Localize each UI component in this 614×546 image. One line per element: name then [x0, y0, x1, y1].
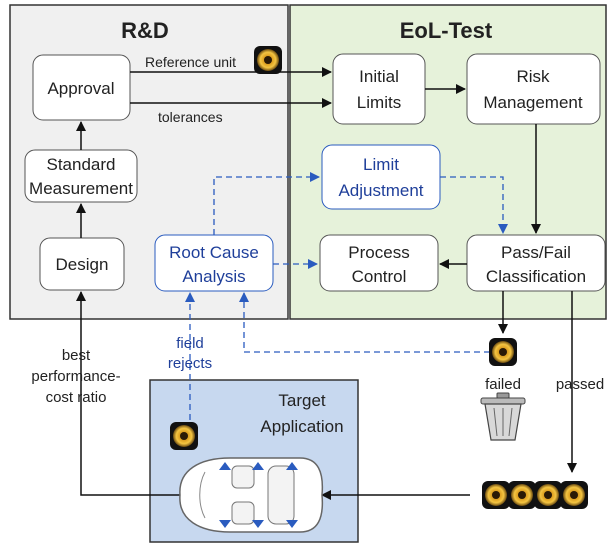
svg-text:Measurement: Measurement: [29, 179, 133, 198]
svg-text:Design: Design: [56, 255, 109, 274]
car-icon: [179, 457, 324, 533]
svg-text:Control: Control: [352, 267, 407, 286]
node-pass-fail-classification: Pass/Fail Classification: [466, 234, 606, 292]
svg-text:Management: Management: [483, 93, 583, 112]
svg-text:Initial: Initial: [359, 67, 399, 86]
rnd-title: R&D: [121, 18, 169, 43]
edge-limit-adjustment-to-passfail: [440, 176, 508, 234]
label-failed: failed: [485, 376, 521, 393]
label-best-ratio-line3: cost ratio: [46, 389, 107, 406]
label-field-rejects-line2: rejects: [168, 355, 212, 372]
svg-text:Limits: Limits: [357, 93, 401, 112]
node-root-cause-analysis: Root Cause Analysis: [154, 234, 274, 292]
label-reference-unit: Reference unit: [145, 54, 236, 70]
target-application-title-line2: Application: [260, 417, 343, 436]
node-standard-measurement: Standard Measurement: [24, 149, 138, 203]
svg-text:Pass/Fail: Pass/Fail: [501, 243, 571, 262]
node-design: Design: [39, 237, 125, 291]
svg-text:Risk: Risk: [516, 67, 550, 86]
trash-can-icon: [480, 392, 526, 441]
svg-text:Process: Process: [348, 243, 409, 262]
label-field-rejects-line1: field: [176, 335, 204, 352]
edge-car-to-design: [76, 291, 180, 496]
svg-text:Analysis: Analysis: [182, 267, 245, 286]
node-risk-management: Risk Management: [466, 53, 601, 125]
svg-text:Adjustment: Adjustment: [338, 181, 423, 200]
svg-text:Standard: Standard: [47, 155, 116, 174]
passed-speakers-icon: [482, 481, 588, 509]
node-approval: Approval: [32, 54, 131, 121]
label-best-ratio-line1: best: [62, 347, 91, 364]
field-reject-speaker-icon: [170, 422, 198, 450]
svg-text:Classification: Classification: [486, 267, 586, 286]
edge-failed-to-root-cause: [239, 292, 490, 353]
label-tolerances: tolerances: [158, 109, 223, 125]
node-limit-adjustment: Limit Adjustment: [321, 144, 441, 210]
eol-test-title: EoL-Test: [400, 18, 493, 43]
svg-text:Root Cause: Root Cause: [169, 243, 259, 262]
reference-speaker-icon: [254, 46, 282, 74]
target-application-title-line1: Target: [278, 391, 326, 410]
svg-text:Approval: Approval: [47, 79, 114, 98]
failed-speaker-icon: [489, 338, 517, 366]
svg-text:Limit: Limit: [363, 155, 399, 174]
node-initial-limits: Initial Limits: [332, 53, 426, 125]
label-passed: passed: [556, 376, 604, 393]
label-best-ratio-line2: performance-: [31, 368, 120, 385]
node-process-control: Process Control: [319, 234, 439, 292]
